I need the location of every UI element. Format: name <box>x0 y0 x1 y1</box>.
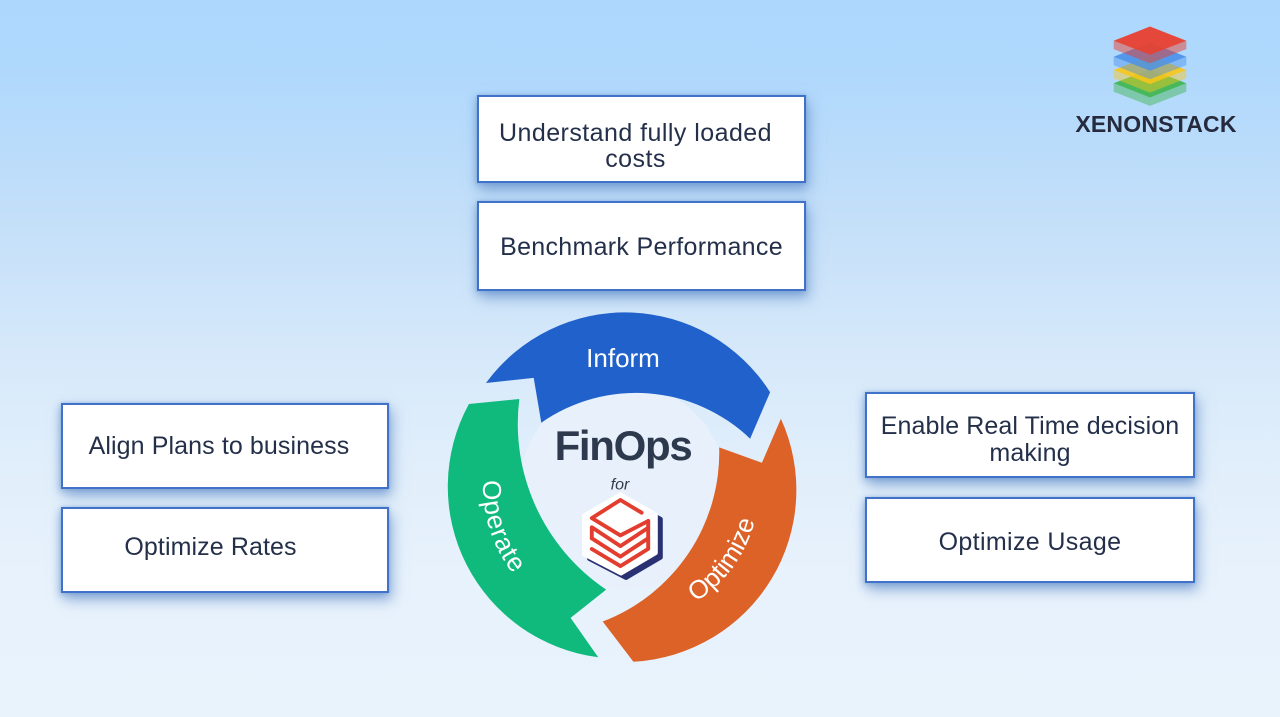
svg-text:for: for <box>611 477 630 494</box>
svg-text:Inform: Inform <box>586 343 660 373</box>
svg-text:XENONSTACK: XENONSTACK <box>1075 111 1236 137</box>
svg-text:FinOps: FinOps <box>555 422 692 469</box>
